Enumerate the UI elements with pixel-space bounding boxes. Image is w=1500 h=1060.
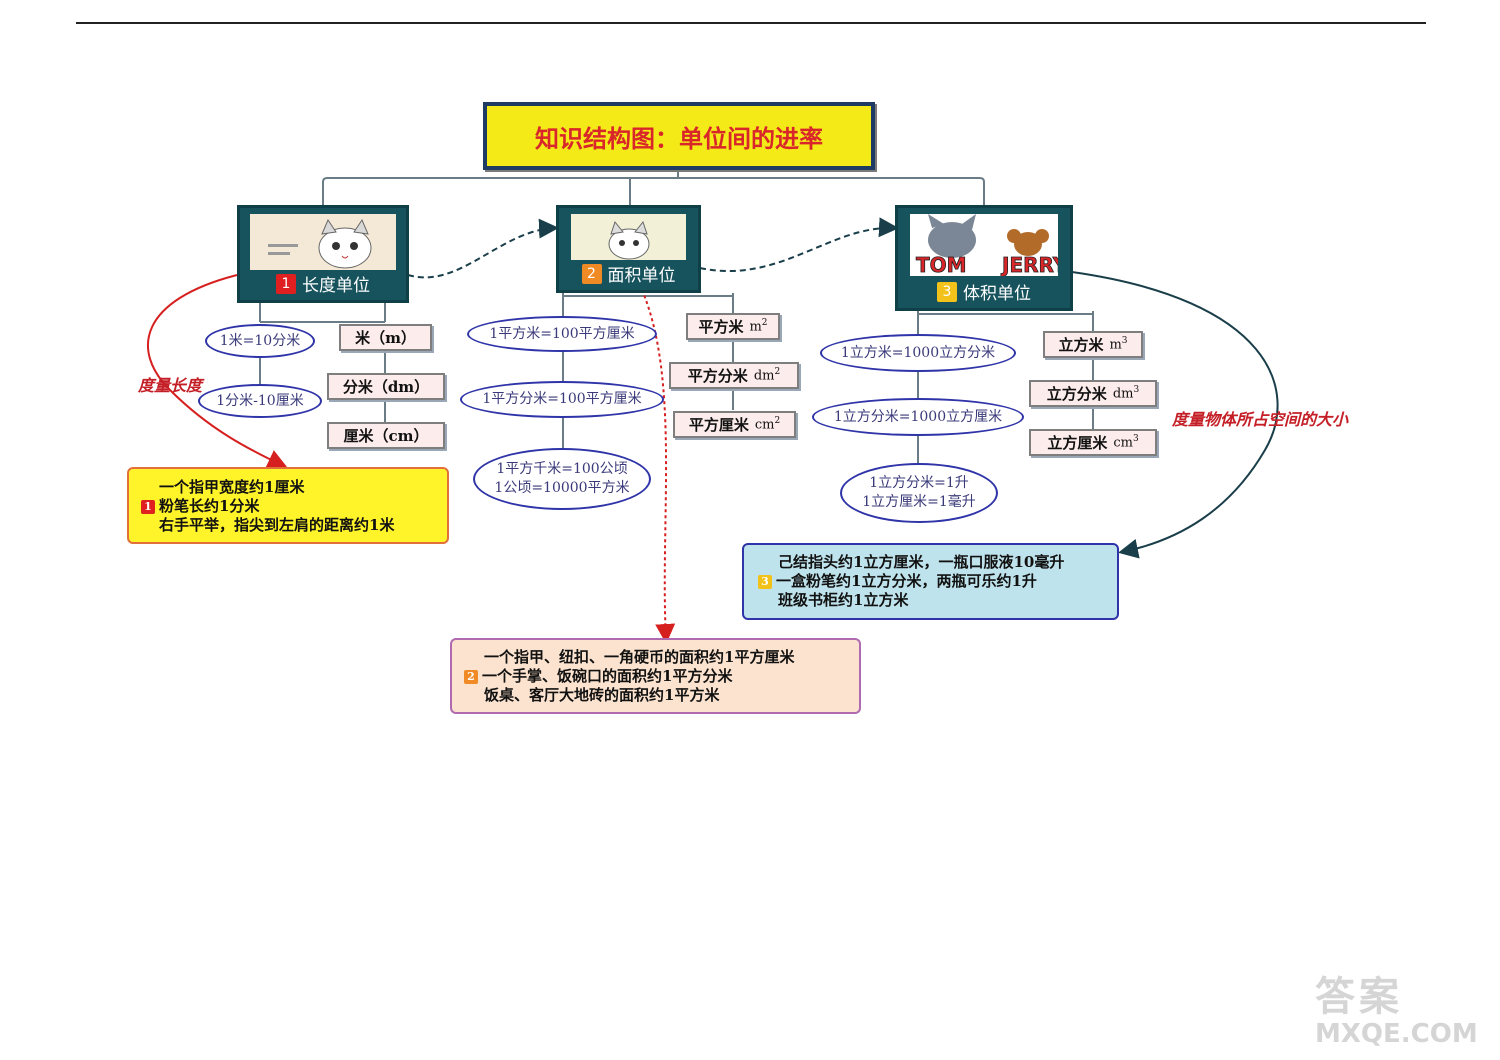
oval-line: 1立方分米=1升 [869, 474, 969, 493]
note-line: 一个指甲、纽扣、一角硬币的面积约1平方厘米 [484, 648, 794, 667]
unit-name: 立方厘米 [1047, 432, 1107, 453]
category-label: 长度单位 [302, 271, 370, 296]
category-length: 1 长度单位 [237, 205, 409, 303]
length-unit-box: 分米（dm） [327, 373, 445, 400]
area-example-note: 一个指甲、纽扣、一角硬币的面积约1平方厘米 2 一个手掌、饭碗口的面积约1平方分米… [450, 638, 861, 714]
area-to-volume-arrow [700, 228, 895, 271]
unit-exponent: 3 [1133, 385, 1139, 395]
note-number-badge: 3 [758, 575, 772, 589]
note-line: 一个指甲宽度约1厘米 [159, 478, 304, 497]
length-example-note: 一个指甲宽度约1厘米 1 粉笔长约1分米 右手平举，指尖到左肩的距离约1米 [127, 467, 449, 544]
length-tree-top [260, 303, 385, 322]
length-conversion-oval: 1分米-10厘米 [198, 384, 322, 418]
length-unit-box: 米（m） [339, 324, 432, 351]
category-label: 体积单位 [963, 279, 1031, 304]
diagram-title: 知识结构图：单位间的进率 [483, 102, 875, 170]
length-note-arrow [148, 275, 284, 466]
watermark-top: 答案 [1315, 974, 1490, 1020]
volume-unit-box: 立方分米 dm3 [1029, 380, 1157, 407]
category-number-badge: 2 [582, 264, 602, 284]
unit-abbr: cm [755, 418, 775, 433]
unit-name: 平方米 [698, 316, 743, 337]
unit-exponent: 2 [774, 367, 780, 377]
watermark: 答案 MXQE.COM [1315, 974, 1490, 1054]
oval-line: 1公顷=10000平方米 [494, 479, 629, 498]
length-side-label: 度量长度 [138, 372, 202, 396]
area-unit-box: 平方米 m2 [686, 313, 780, 340]
volume-conversion-oval: 1立方米=1000立方分米 [820, 334, 1016, 372]
unit-name: 平方分米 [688, 365, 748, 386]
volume-unit-box: 立方米 m3 [1043, 331, 1143, 358]
category-number-badge: 3 [937, 282, 957, 302]
tom-and-jerry-logo: TOM JERRY [910, 214, 1058, 276]
oval-line: 1立方厘米=1毫升 [862, 493, 976, 512]
unit-name: 立方米 [1058, 334, 1103, 355]
unit-abbr: dm [1113, 387, 1134, 402]
unit-name: 平方厘米 [689, 414, 749, 435]
area-conversion-oval: 1平方米=100平方厘米 [467, 316, 657, 352]
svg-text:JERRY: JERRY [1000, 253, 1058, 276]
unit-exponent: 2 [762, 318, 768, 328]
area-conversion-oval-double: 1平方千米=100公顷 1公顷=10000平方米 [473, 448, 651, 510]
volume-side-label: 度量物体所占空间的大小 [1172, 406, 1348, 430]
category-number-badge: 1 [276, 274, 296, 294]
volume-unit-box: 立方厘米 cm3 [1029, 429, 1157, 456]
cat-kitten-illustration [571, 214, 686, 260]
note-number-badge: 2 [464, 670, 478, 684]
category-label: 面积单位 [608, 261, 676, 286]
length-to-area-arrow [408, 228, 555, 277]
unit-exponent: 3 [1133, 434, 1139, 444]
note-line: 己结指头约1立方厘米，一瓶口服液10毫升 [778, 553, 1064, 572]
title-branch-line [323, 178, 984, 205]
volume-example-note: 己结指头约1立方厘米，一瓶口服液10毫升 3 一盒粉笔约1立方分米，两瓶可乐约1升… [742, 543, 1119, 620]
area-unit-box: 平方分米 dm2 [669, 362, 799, 389]
unit-abbr: dm [754, 369, 775, 384]
watermark-bottom: MXQE.COM [1315, 1020, 1490, 1048]
unit-exponent: 3 [1122, 336, 1128, 346]
category-area: 2 面积单位 [556, 205, 701, 293]
area-unit-box: 平方厘米 cm2 [673, 411, 796, 438]
unit-abbr: cm [1113, 436, 1133, 451]
unit-name: 立方分米 [1047, 383, 1107, 404]
volume-conversion-oval: 1立方分米=1000立方厘米 [812, 398, 1024, 436]
note-number-badge: 1 [141, 500, 155, 514]
length-conversion-oval: 1米=10分米 [205, 324, 315, 358]
unit-abbr: m [1109, 338, 1121, 353]
note-line: 粉笔长约1分米 [159, 497, 259, 516]
area-conversion-oval: 1平方分米=100平方厘米 [460, 381, 664, 418]
cat-kitten-illustration [250, 214, 396, 270]
note-line: 一盒粉笔约1立方分米，两瓶可乐约1升 [776, 572, 1037, 591]
oval-line: 1平方千米=100公顷 [496, 460, 627, 479]
note-line: 饭桌、客厅大地砖的面积约1平方米 [484, 686, 719, 705]
length-unit-box: 厘米（cm） [327, 422, 445, 449]
note-line: 一个手掌、饭碗口的面积约1平方分米 [482, 667, 732, 686]
note-line: 右手平举，指尖到左肩的距离约1米 [159, 516, 394, 535]
unit-exponent: 2 [774, 416, 780, 426]
category-volume: TOM JERRY 3 体积单位 [895, 205, 1073, 311]
volume-conversion-oval-double: 1立方分米=1升 1立方厘米=1毫升 [840, 463, 998, 523]
note-line: 班级书柜约1立方米 [778, 591, 908, 610]
svg-text:TOM: TOM [916, 253, 967, 276]
unit-abbr: m [749, 320, 761, 335]
